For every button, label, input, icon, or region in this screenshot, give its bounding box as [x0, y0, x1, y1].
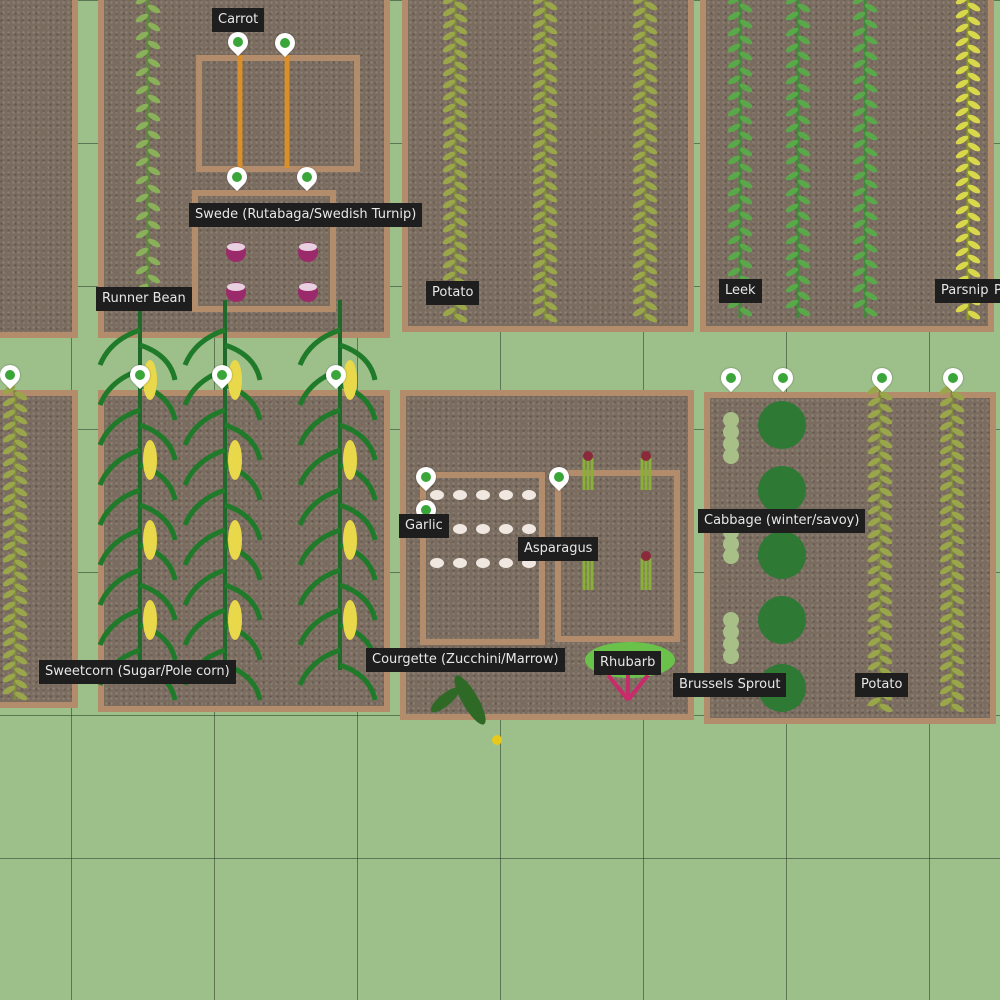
- plant-label-asparagus[interactable]: Asparagus: [518, 537, 599, 561]
- bed-top-left[interactable]: [0, 0, 78, 338]
- plant-marker-icon[interactable]: [321, 360, 351, 390]
- plant-marker-icon[interactable]: [207, 360, 237, 390]
- plant-label-runner-bean[interactable]: Runner Bean: [96, 287, 192, 311]
- plant-marker-icon[interactable]: [716, 363, 746, 393]
- bed-leek-parsnip[interactable]: [700, 0, 994, 332]
- plant-label-parsnip[interactable]: Parsnip: [935, 279, 995, 303]
- plant-label-potato[interactable]: Potato: [426, 281, 480, 305]
- plant-marker-icon[interactable]: [768, 363, 798, 393]
- plant-label-leek[interactable]: Leek: [719, 279, 762, 303]
- plant-label-potato[interactable]: Potato: [855, 673, 909, 697]
- plant-marker-icon[interactable]: [938, 363, 968, 393]
- plant-label-carrot[interactable]: Carrot: [212, 8, 265, 32]
- plant-label-courgette[interactable]: Courgette (Zucchini/Marrow): [366, 648, 565, 672]
- swede-frame[interactable]: [192, 190, 336, 312]
- plant-marker-icon[interactable]: [867, 363, 897, 393]
- plant-label-sweetcorn[interactable]: Sweetcorn (Sugar/Pole corn): [39, 660, 236, 684]
- courgette-flower: [492, 735, 502, 745]
- carrot-frame[interactable]: [196, 55, 360, 172]
- plant-label-cabbage[interactable]: Cabbage (winter/savoy): [698, 509, 866, 533]
- plant-label-brussels-sprout[interactable]: Brussels Sprout: [673, 673, 787, 697]
- plant-label-swede[interactable]: Swede (Rutabaga/Swedish Turnip): [189, 203, 423, 227]
- plant-label-rhubarb[interactable]: Rhubarb: [594, 651, 662, 675]
- plant-label-garlic[interactable]: Garlic: [399, 514, 449, 538]
- plant-marker-icon[interactable]: [0, 360, 25, 390]
- plant-label-cutoff[interactable]: P: [988, 279, 1000, 303]
- plant-marker-icon[interactable]: [125, 360, 155, 390]
